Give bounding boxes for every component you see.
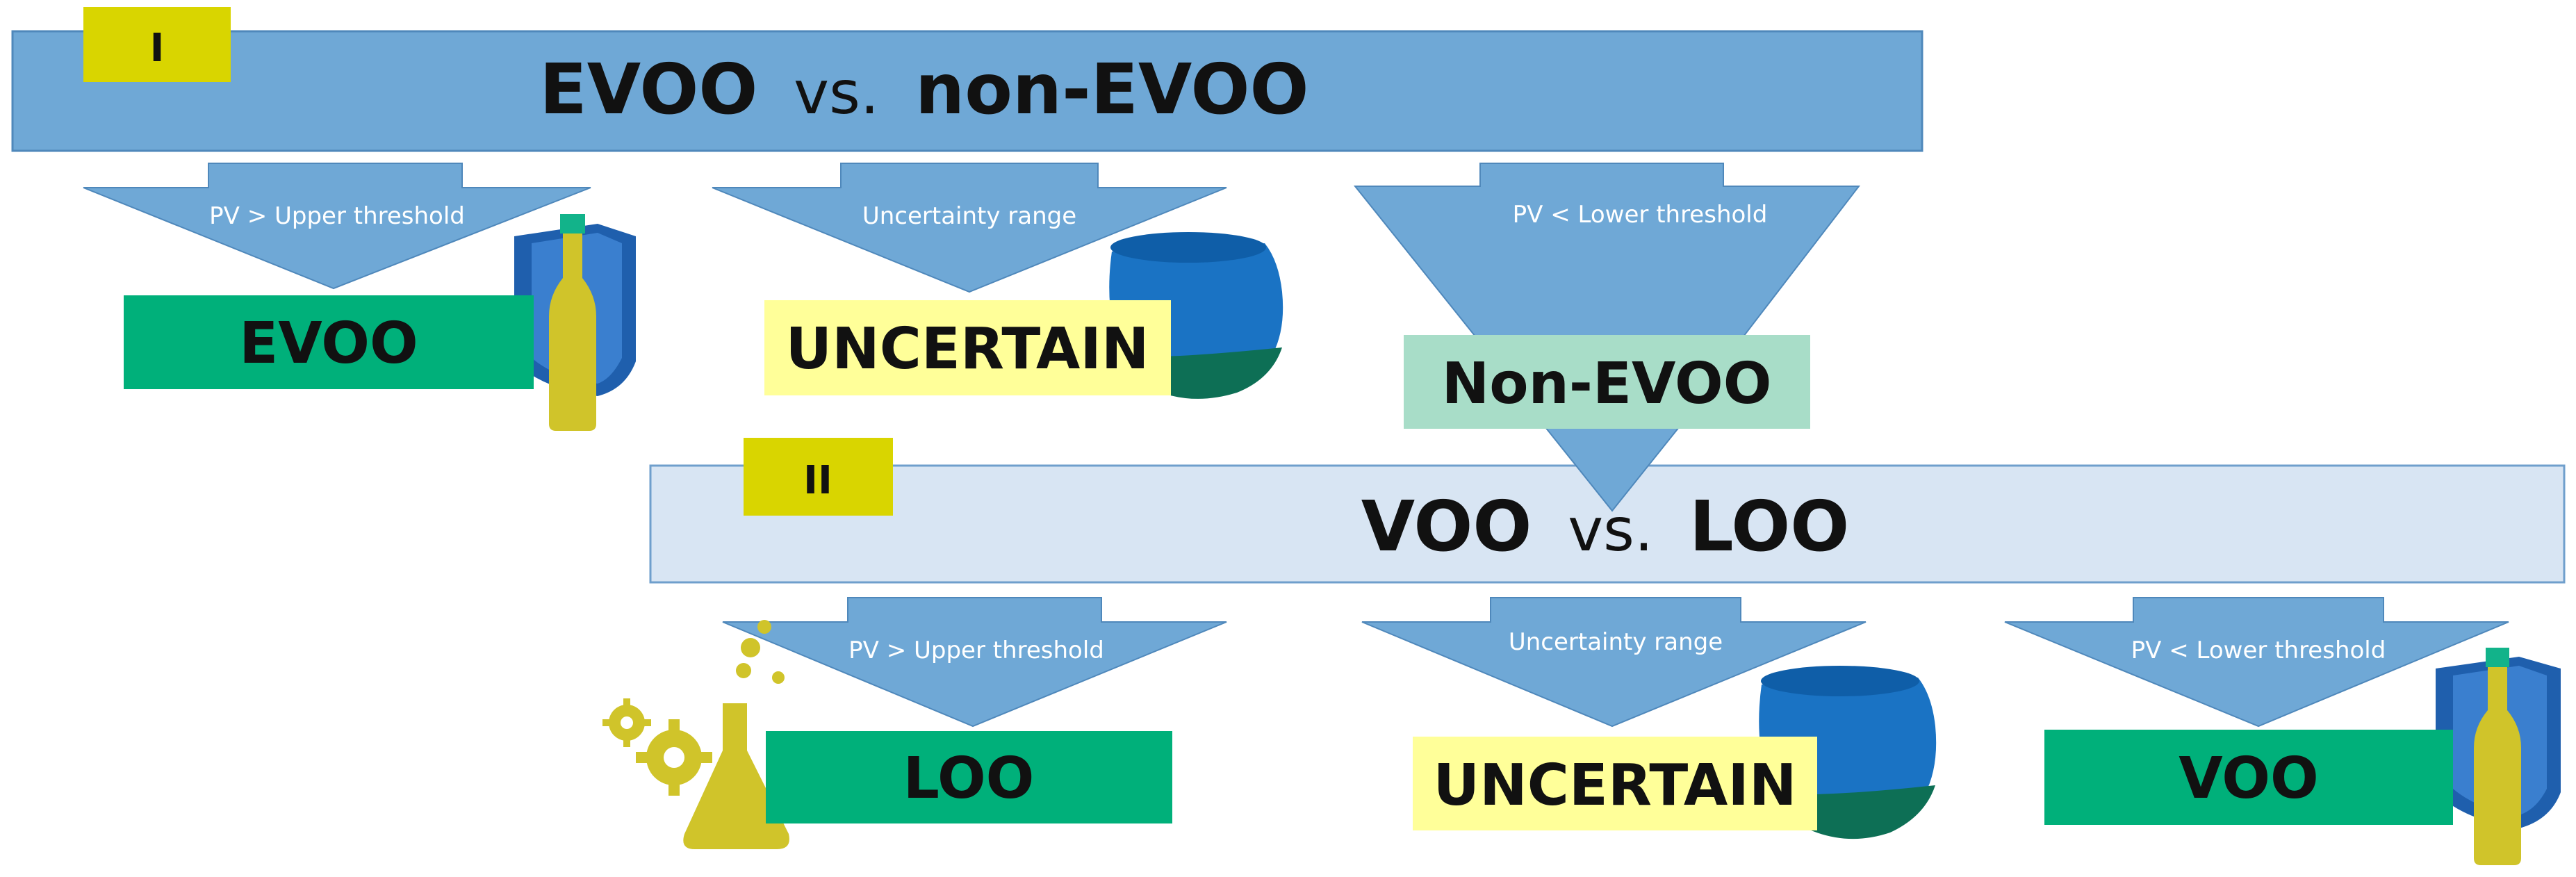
stage1-arrow-uncertain-label: Uncertainty range <box>862 202 1076 230</box>
stage2-title-left: VOO <box>1361 486 1532 567</box>
stage2-result-voo-label: VOO <box>2179 746 2318 812</box>
stage1-bar <box>11 30 1923 152</box>
olive-oil-bottle-icon <box>514 214 636 431</box>
stage2-result-loo-label: LOO <box>903 746 1035 812</box>
stage2-title-right: LOO <box>1689 486 1849 567</box>
stage1-result-nonevoo-label: Non-EVOO <box>1442 351 1772 417</box>
lab-flask-gears-icon <box>602 620 789 849</box>
stage1-result-evoo <box>124 295 534 389</box>
stage2-badge-label: II <box>803 458 832 503</box>
stage2-title: VOO vs. LOO <box>1361 486 1849 567</box>
stage2-arrow-upper-label: PV > Upper threshold <box>848 637 1104 664</box>
stage1-title-vs: vs. <box>794 58 879 128</box>
stage2-arrow-uncertain <box>1361 597 1867 728</box>
stage1-arrow-lower-label: PV < Lower threshold <box>1513 201 1768 229</box>
stage1-arrow-upper-label: PV > Upper threshold <box>209 202 465 230</box>
stage2-arrow-upper <box>722 597 1227 728</box>
stage1-result-nonevoo <box>1404 335 1810 429</box>
gear-icon <box>602 698 651 747</box>
stage2-arrow-lower-label: PV < Lower threshold <box>2131 637 2386 664</box>
stage2-result-uncertain-label: UNCERTAIN <box>1433 753 1796 819</box>
olive-oil-bottle-icon <box>2436 648 2561 865</box>
stage2-arrow-uncertain-label: Uncertainty range <box>1509 628 1723 656</box>
stage1-result-uncertain-label: UNCERTAIN <box>785 316 1149 382</box>
stage1-title: EVOO vs. non-EVOO <box>539 49 1308 130</box>
stage1-result-evoo-label: EVOO <box>239 311 418 377</box>
stage1-badge-label: I <box>150 26 165 71</box>
gear-icon <box>636 719 712 796</box>
stage2-title-vs: vs. <box>1568 495 1653 565</box>
stage2-arrow-lower <box>2004 597 2509 728</box>
stage1-badge <box>83 7 231 82</box>
stage1-arrow-uncertain <box>712 163 1227 293</box>
stage1-arrow-upper <box>83 163 591 290</box>
stage2-result-voo <box>2044 730 2453 825</box>
stage2-result-uncertain <box>1413 737 1817 830</box>
stage1-title-right: non-EVOO <box>915 49 1309 130</box>
stage1-result-uncertain <box>764 300 1171 395</box>
stage2-result-loo <box>766 731 1172 823</box>
stage1-title-left: EVOO <box>539 49 757 130</box>
stage2-badge <box>744 438 893 516</box>
